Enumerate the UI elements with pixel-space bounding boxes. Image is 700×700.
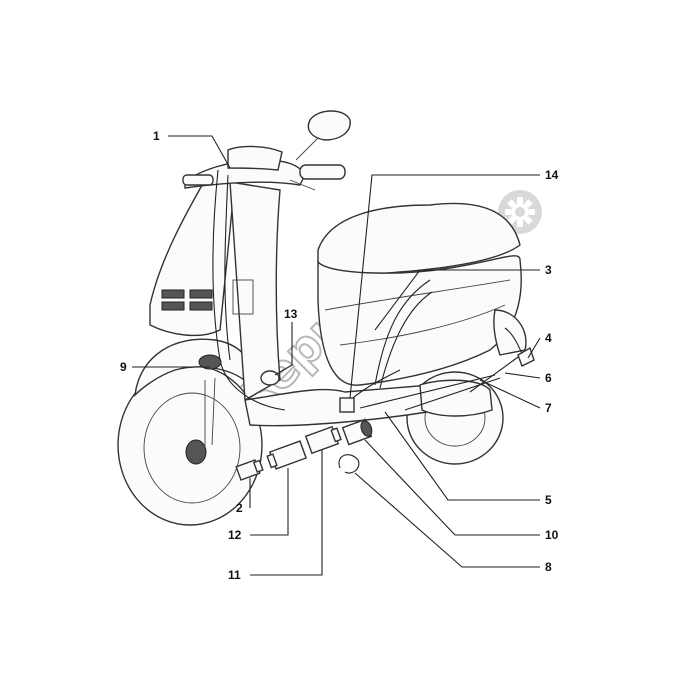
- callout-7: 7: [545, 401, 552, 415]
- leader-13: [274, 322, 293, 376]
- callout-1: 1: [153, 129, 160, 143]
- detached-parts: [198, 346, 535, 481]
- leader-14: [349, 174, 540, 399]
- dash-panel: [232, 279, 254, 315]
- part-11: [304, 425, 342, 455]
- part-14: [339, 397, 355, 413]
- part-8: [338, 454, 360, 474]
- leader-10: [364, 439, 540, 536]
- callout-5: 5: [545, 493, 552, 507]
- exhaust: [419, 379, 493, 417]
- leader-12: [250, 468, 289, 536]
- leader-1: [168, 135, 231, 169]
- callout-9: 9: [120, 360, 127, 374]
- leg-shield: [149, 179, 236, 337]
- leader-4: [527, 337, 541, 359]
- part-2: [235, 459, 264, 481]
- part-4: [517, 346, 535, 367]
- scooter-illustration: [117, 110, 535, 526]
- front-vents: [161, 289, 213, 311]
- part-9: [198, 354, 222, 370]
- fork: [204, 377, 216, 450]
- leader-5: [384, 411, 540, 501]
- left-grip: [182, 174, 214, 186]
- leader-8: [354, 472, 540, 568]
- callout-10: 10: [545, 528, 559, 542]
- leader-3: [374, 269, 540, 331]
- rear-body-trim-2: [339, 304, 506, 346]
- callout-13: 13: [284, 307, 298, 321]
- steering-column: [229, 181, 281, 402]
- leader-11: [250, 450, 323, 576]
- right-grip: [299, 164, 346, 180]
- callout-4: 4: [545, 331, 552, 345]
- leader-6: [504, 372, 541, 379]
- callout-12: 12: [228, 528, 242, 542]
- mirror: [295, 110, 351, 161]
- leader-7: [479, 379, 541, 409]
- part-12: [266, 440, 308, 470]
- callout-8: 8: [545, 560, 552, 574]
- part-10: [341, 418, 373, 446]
- callouts: 1 2 3 4 5 6 7 8 9 10 11 12 13 14: [120, 129, 559, 582]
- callout-6: 6: [545, 371, 552, 385]
- leader-lines: [132, 135, 541, 576]
- callout-2: 2: [236, 501, 243, 515]
- callout-11: 11: [228, 568, 241, 582]
- handlebar: [182, 145, 346, 191]
- callout-3: 3: [545, 263, 552, 277]
- rear-body: [317, 255, 522, 386]
- part-13: [260, 370, 280, 386]
- rear-body-trim: [324, 279, 511, 311]
- callout-14: 14: [545, 168, 559, 182]
